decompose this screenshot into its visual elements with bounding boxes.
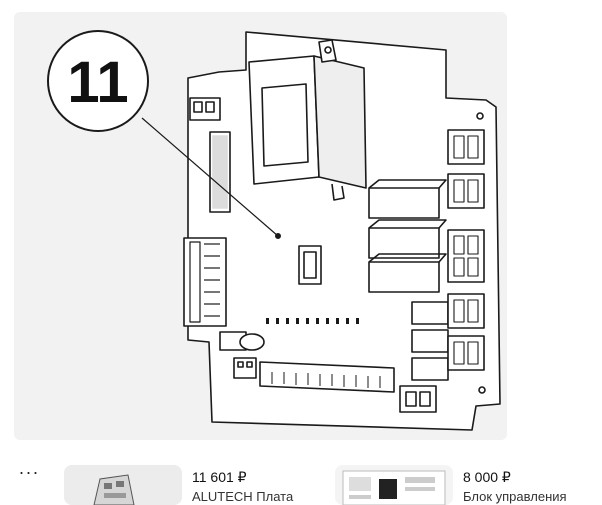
more-button[interactable]: ··· xyxy=(18,461,40,482)
product-title: Блок управления xyxy=(463,489,567,504)
product-title: ALUTECH Плата xyxy=(192,489,294,504)
product-card[interactable]: 8 000 ₽ Блок управления xyxy=(335,465,602,505)
product-thumbnail xyxy=(64,465,182,505)
product-card[interactable]: 11 601 ₽ ALUTECH Плата xyxy=(64,465,314,505)
product-image[interactable]: 11 xyxy=(14,12,507,440)
callout-number: 11 xyxy=(67,50,128,115)
product-thumbnail xyxy=(335,465,453,505)
product-price: 11 601 ₽ xyxy=(192,469,247,485)
product-price: 8 000 ₽ xyxy=(463,469,511,485)
image-viewer: 11 xyxy=(14,12,507,440)
control-board-diagram: 11 xyxy=(47,30,501,431)
